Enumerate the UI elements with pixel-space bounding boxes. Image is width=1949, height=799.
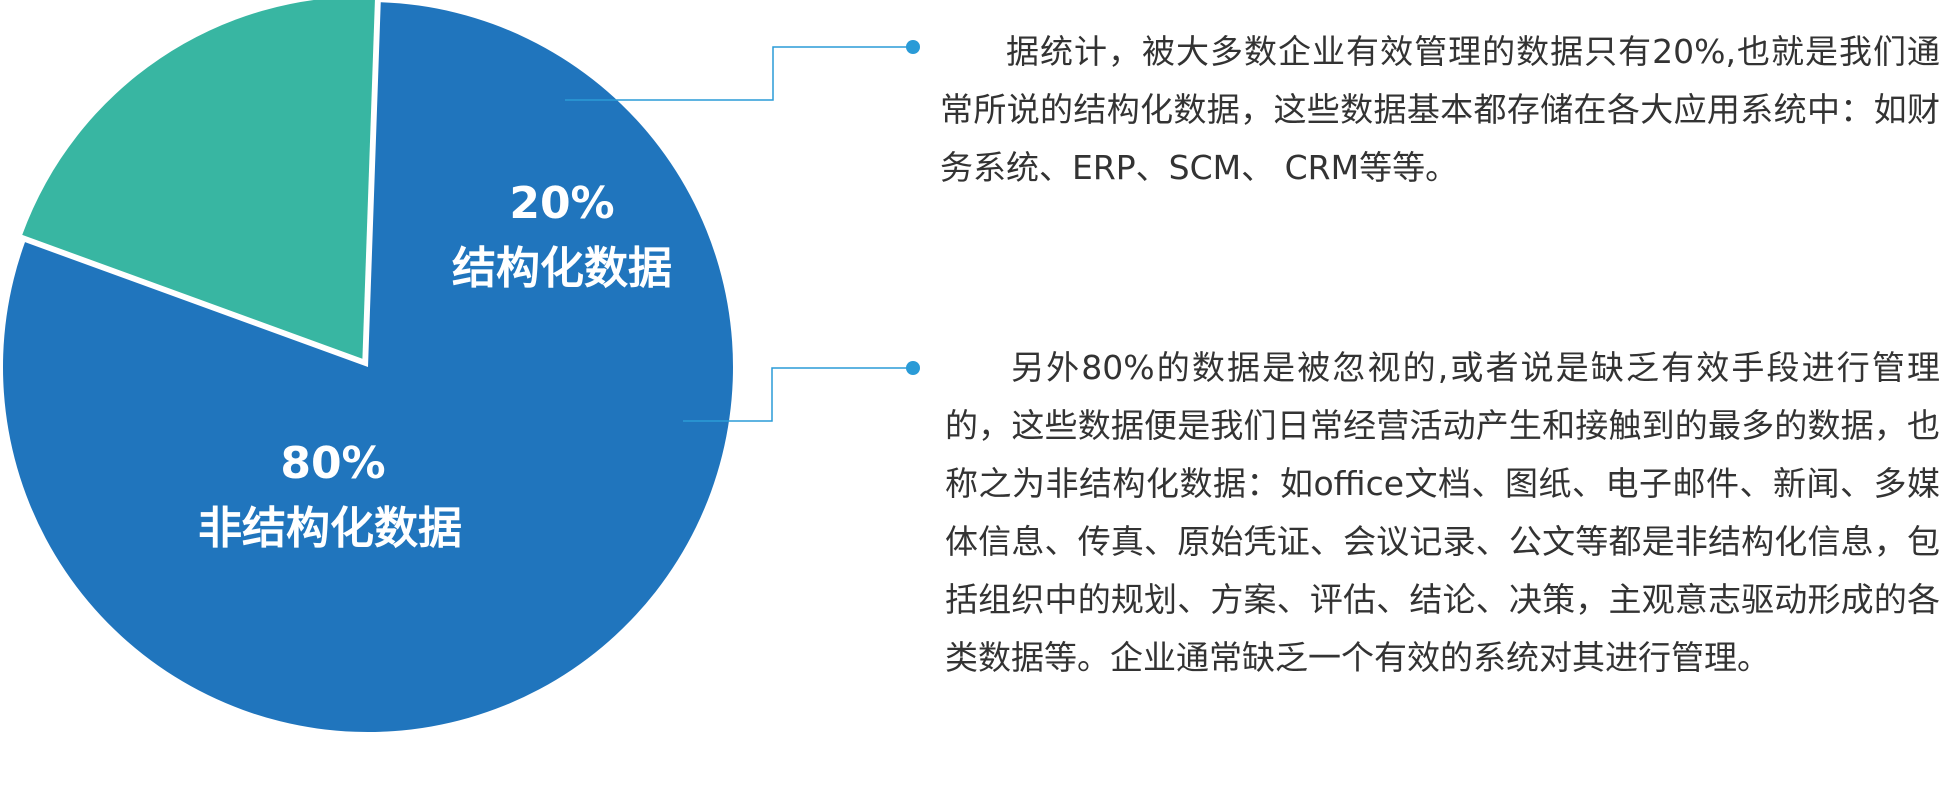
slice-label-structured-percent: 20% bbox=[509, 178, 614, 229]
callout-dot-structured bbox=[906, 40, 920, 54]
description-structured-data: 据统计，被大多数企业有效管理的数据只有20%,也就是我们通常所说的结构化数据，这… bbox=[940, 32, 1940, 187]
description-unstructured-data: 另外80%的数据是被忽视的,或者说是缺乏有效手段进行管理的，这些数据便是我们日常… bbox=[945, 348, 1940, 677]
callout-line-unstructured bbox=[683, 367, 912, 422]
slice-label-unstructured-percent: 80% bbox=[280, 438, 385, 489]
slice-label-structured-name: 结构化数据 bbox=[452, 243, 672, 294]
pie-slice-structured bbox=[22, 0, 375, 359]
pie-slice-unstructured bbox=[2, 2, 733, 732]
slice-label-unstructured-name: 非结构化数据 bbox=[198, 503, 462, 554]
callout-line-structured bbox=[565, 46, 912, 101]
callout-dot-unstructured bbox=[906, 361, 920, 375]
